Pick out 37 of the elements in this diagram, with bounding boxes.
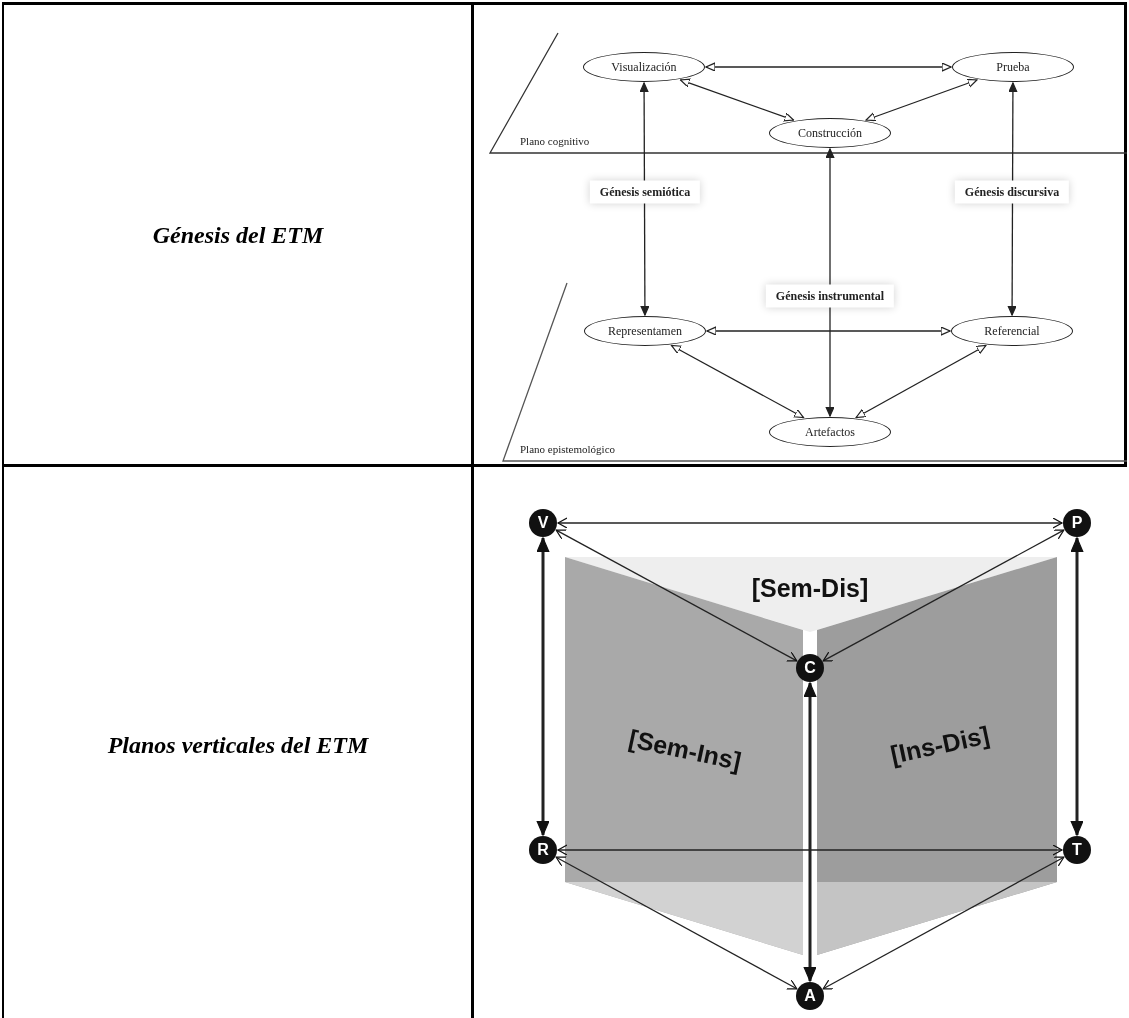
arrow: [822, 529, 1065, 662]
edge-label: Génesis semiótica: [589, 180, 701, 204]
arrow: [679, 78, 795, 122]
plane-label: Plano epistemológico: [520, 443, 615, 455]
circle-node: A: [796, 982, 824, 1010]
ellipse-node: Representamen: [584, 316, 706, 346]
row-header: Planos verticales del ETM: [107, 731, 369, 759]
edge-label: Génesis instrumental: [765, 284, 895, 308]
circle-node: T: [1063, 836, 1091, 864]
arrow: [555, 529, 798, 662]
arrow: [706, 326, 951, 336]
row-header: Génesis del ETM: [152, 221, 324, 249]
circle-node: R: [529, 836, 557, 864]
arrow: [822, 856, 1065, 990]
arrow: [855, 344, 987, 419]
arrow: [803, 682, 817, 982]
arrow: [705, 62, 952, 72]
region-label: [Sem-Dis]: [751, 573, 869, 603]
arrow: [557, 844, 1063, 856]
ellipse-node: Artefactos: [769, 417, 891, 447]
plane-label: Plano cognitivo: [520, 135, 590, 147]
edge-label: Génesis discursiva: [954, 180, 1070, 204]
circle-node: V: [529, 509, 557, 537]
arrow: [1007, 82, 1018, 316]
ellipse-node: Referencial: [951, 316, 1073, 346]
arrow: [555, 856, 798, 990]
arrow: [639, 82, 650, 316]
arrow: [557, 517, 1063, 529]
arrow: [1070, 537, 1084, 836]
circle-node: P: [1063, 509, 1091, 537]
arrow: [865, 78, 978, 122]
ellipse-node: Construcción: [769, 118, 891, 148]
arrow: [825, 148, 835, 417]
arrow: [670, 344, 805, 419]
ellipse-node: Prueba: [952, 52, 1074, 82]
ellipse-node: Visualización: [583, 52, 705, 82]
arrow: [536, 537, 550, 836]
